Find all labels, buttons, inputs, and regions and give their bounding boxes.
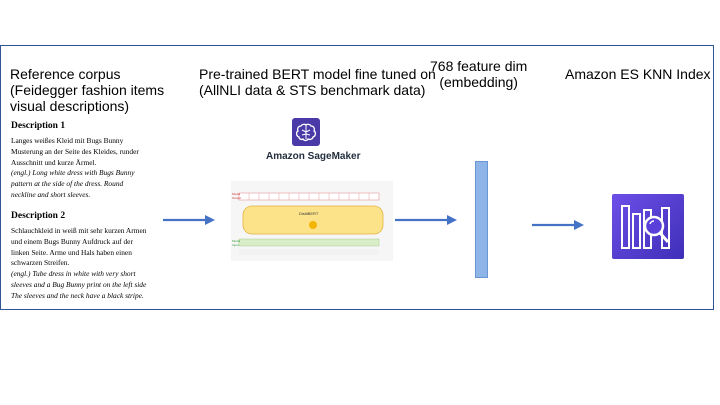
- corpus-to-model-arrow: [163, 215, 215, 225]
- description-line-english: pattern at the side of the dress. Round: [11, 179, 124, 189]
- description-line-english: (engl.) Long white dress with Bugs Bunny: [11, 168, 135, 178]
- elasticsearch-index-icon: [612, 194, 684, 259]
- corpus-title-line: Reference corpus: [10, 66, 121, 82]
- model-title: Pre-trained BERT model fine tuned on (Al…: [199, 66, 436, 98]
- description-line: und einem Bugs Bunny Aufdruck auf der: [11, 236, 133, 246]
- bert-output-label: Model Output: [232, 192, 242, 200]
- model-title-line: (AllNLI data & STS benchmark data): [199, 82, 426, 98]
- sagemaker-brain-icon: [292, 118, 320, 146]
- model-to-embedding-arrow: [395, 215, 457, 225]
- description-line-english: (engl.) Tube dress in white with very sh…: [11, 269, 136, 279]
- description-1-body: Langes weißes Kleid mit Bugs Bunny Muste…: [11, 136, 139, 201]
- description-line: schwarzen Streifen.: [11, 258, 70, 268]
- description-1-heading: Description 1: [11, 121, 66, 131]
- embedding-to-index-arrow: [532, 220, 584, 230]
- description-line-english: The sleeves and the neck have a black st…: [11, 290, 144, 300]
- description-line: Ausschnitt und kurze Ärmel.: [11, 157, 97, 167]
- embedding-title: 768 feature dim (embedding): [430, 58, 527, 90]
- pipeline-frame: [0, 45, 714, 310]
- description-line: Schlauchkleid in weiß mit sehr kurzen Ar…: [11, 226, 147, 235]
- embedding-vector-bar: [475, 161, 488, 278]
- embedding-title-line: 768 feature dim: [430, 58, 528, 74]
- sagemaker-label: Amazon SageMaker: [266, 151, 361, 162]
- bert-center-label: DistilBERT: [299, 211, 319, 216]
- corpus-title-line: visual descriptions): [10, 98, 130, 114]
- description-line-english: neckline and short sleeves.: [11, 189, 91, 199]
- model-title-line: Pre-trained BERT model fine tuned on: [199, 66, 436, 82]
- description-line: Langes weißes Kleid mit Bugs Bunny: [11, 136, 124, 145]
- bert-model-figure: DistilBERT Model Output Model Input: [231, 181, 393, 261]
- description-2-heading: Description 2: [11, 211, 66, 221]
- description-line: linken Seite. Arme und Hals haben einen: [11, 247, 132, 257]
- description-line: Musterung an der Seite des Kleides, rund…: [11, 146, 139, 156]
- embedding-title-line: (embedding): [439, 74, 518, 90]
- description-line-english: sleeves and a Bug Bunny print on the lef…: [11, 279, 147, 289]
- bert-input-label: Model Input: [232, 239, 241, 247]
- index-title: Amazon ES KNN Index: [565, 66, 711, 82]
- corpus-title-line: (Feidegger fashion items: [10, 82, 165, 98]
- corpus-title: Reference corpus (Feidegger fashion item…: [10, 66, 164, 114]
- description-2-body: Schlauchkleid in weiß mit sehr kurzen Ar…: [11, 226, 146, 302]
